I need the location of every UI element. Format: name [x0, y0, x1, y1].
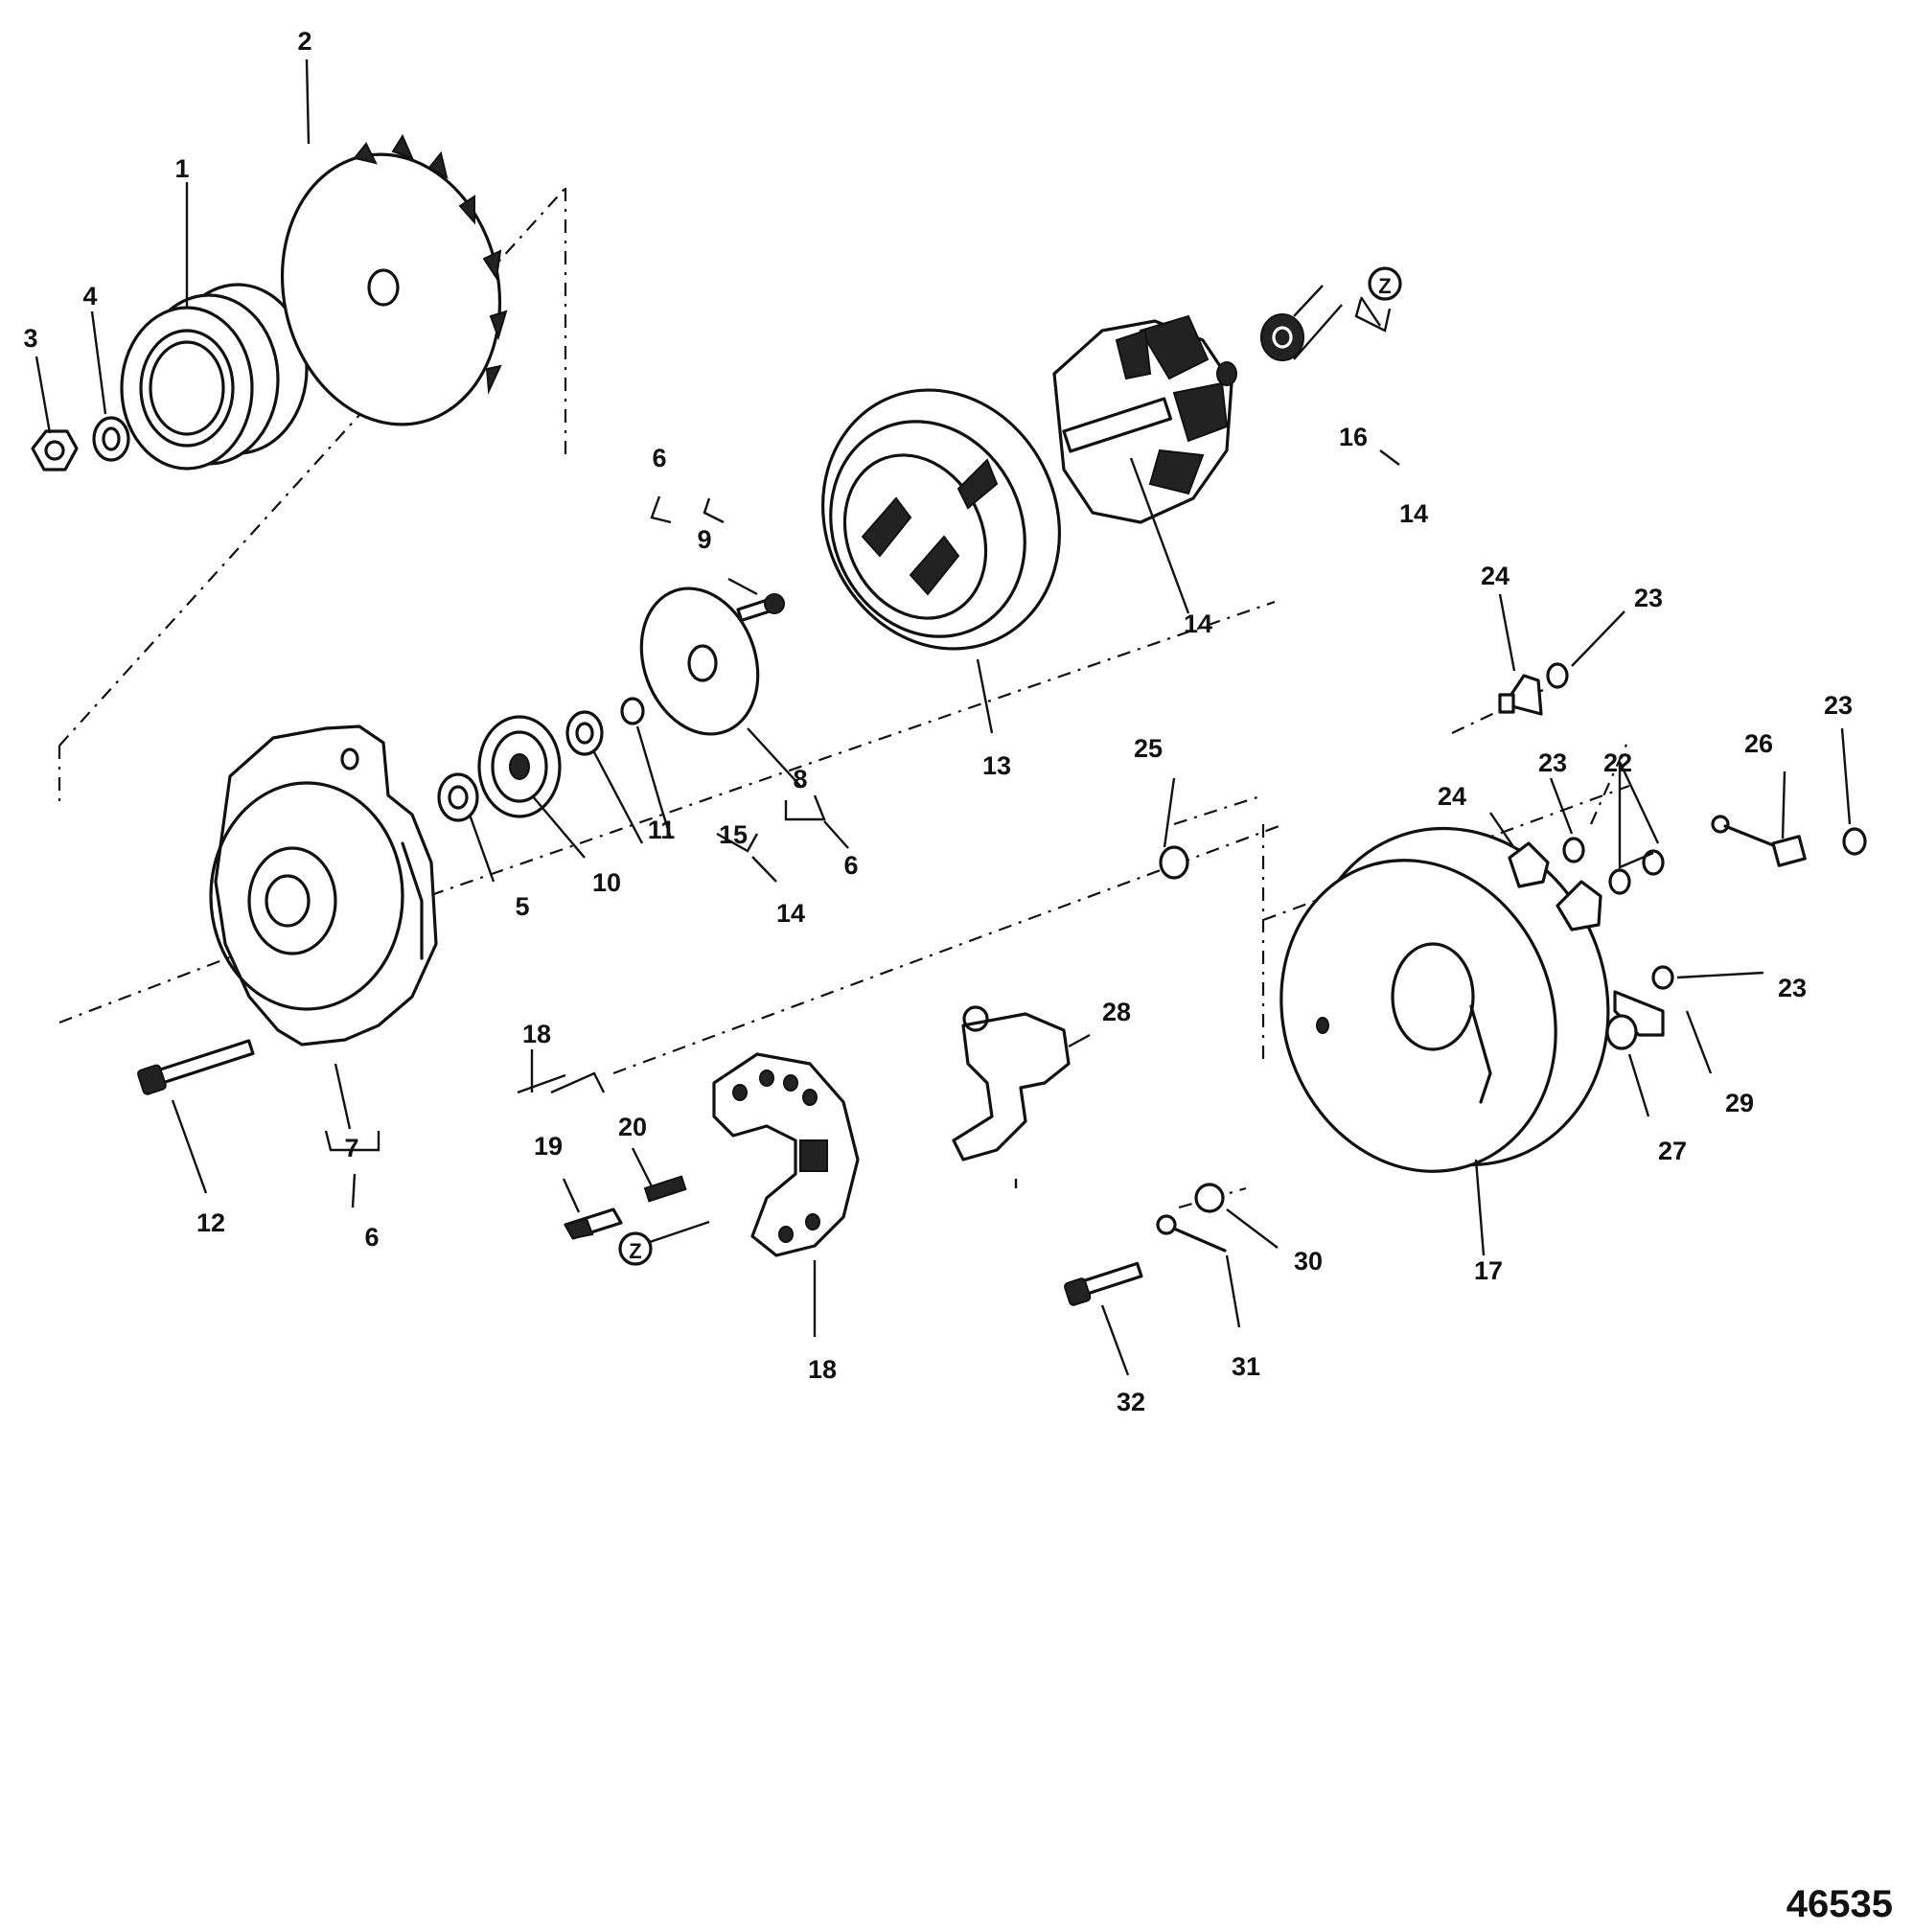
callout-2: 2 — [297, 27, 311, 56]
part-23-nut-upper — [1546, 662, 1569, 689]
callout-10: 10 — [592, 868, 621, 897]
part-18-rectifier — [712, 1052, 860, 1257]
callout-12: 12 — [196, 1208, 225, 1237]
part-3-nut — [31, 429, 79, 472]
callout-16: 16 — [1339, 423, 1368, 451]
part-22-nuts — [1608, 849, 1665, 895]
part-16-bearing — [1260, 313, 1304, 361]
part-14-rotor — [1052, 314, 1237, 524]
callout-18-upper: 18 — [522, 1020, 551, 1048]
part-4-lockwasher — [92, 416, 130, 462]
part-25-nut — [1159, 845, 1189, 880]
svg-text:Z: Z — [629, 1239, 641, 1263]
callout-27: 27 — [1658, 1137, 1687, 1165]
callout-7: 7 — [344, 1134, 358, 1162]
part-24-terminal-lower — [1508, 841, 1602, 932]
callout-25: 25 — [1134, 734, 1163, 763]
callout-4: 4 — [82, 282, 97, 310]
part-10-bearing — [477, 715, 562, 818]
callout-5: 5 — [515, 892, 529, 921]
part-24-terminal-upper — [1498, 674, 1543, 716]
callout-23-lower-right: 23 — [1778, 974, 1807, 1002]
callout-31: 31 — [1232, 1352, 1260, 1381]
callout-24-upper: 24 — [1481, 562, 1510, 590]
part-27-bushing — [1605, 1014, 1638, 1050]
callout-6-lower: 6 — [364, 1223, 379, 1252]
part-26-capacitor — [1711, 815, 1807, 867]
part-13-stator — [820, 388, 1062, 651]
callout-32: 32 — [1117, 1388, 1145, 1416]
callout-23-top: 23 — [1634, 584, 1663, 612]
leader-lines — [35, 58, 1852, 1376]
part-7-front-housing — [209, 724, 438, 1046]
callout-1: 1 — [174, 154, 189, 183]
callout-3: 3 — [23, 324, 37, 353]
callout-26: 26 — [1744, 729, 1773, 758]
part-28-regulator — [952, 1005, 1071, 1162]
z-symbol-bottom: Z — [618, 1220, 710, 1266]
part-15-snap-ring — [620, 697, 645, 725]
part-2-fan — [280, 133, 508, 426]
callout-13: 13 — [982, 751, 1011, 780]
callout-24-lower: 24 — [1438, 782, 1466, 811]
svg-text:Z: Z — [1378, 274, 1391, 298]
callout-6-upper: 6 — [652, 444, 666, 472]
callout-14-upper-right: 14 — [1399, 499, 1428, 528]
part-20-spring — [643, 1175, 687, 1203]
callout-8: 8 — [793, 765, 807, 794]
callout-11: 11 — [648, 816, 676, 844]
callout-15: 15 — [719, 820, 748, 849]
callout-labels: 2 1 4 3 16 14 14 6 9 13 8 6 15 14 11 10 … — [23, 27, 1853, 1416]
part-9-screw — [736, 593, 785, 623]
z-symbol-top: Z — [1368, 266, 1402, 301]
callout-6-mid: 6 — [843, 851, 858, 880]
part-5-seal — [437, 772, 479, 822]
part-12-through-bolt — [137, 1039, 255, 1095]
part-32-screw — [1064, 1261, 1143, 1306]
figure-number: 46535 — [1786, 1883, 1893, 1925]
part-1-pulley — [120, 283, 309, 471]
part-23-nut-far-right — [1842, 827, 1867, 856]
part-17-rear-housing — [1279, 826, 1610, 1173]
callout-19: 19 — [534, 1132, 563, 1161]
part-30-nut — [1194, 1183, 1225, 1213]
callout-29: 29 — [1725, 1089, 1754, 1117]
callout-18-lower: 18 — [808, 1355, 837, 1384]
callout-14-lower: 14 — [776, 899, 805, 928]
part-23-nut-mid — [1562, 837, 1585, 863]
part-11-washer — [565, 710, 604, 756]
part-31-washer-lead — [1156, 1214, 1227, 1253]
part-23-nut-lower-right — [1651, 965, 1674, 990]
callout-20: 20 — [618, 1113, 647, 1141]
callout-23-mid: 23 — [1538, 748, 1567, 777]
callout-17: 17 — [1474, 1256, 1503, 1285]
callout-22: 22 — [1603, 748, 1632, 777]
callout-30: 30 — [1294, 1247, 1323, 1276]
callout-23-far-right: 23 — [1824, 691, 1853, 720]
callout-28: 28 — [1102, 998, 1131, 1026]
part-29-terminal-strap — [1613, 990, 1665, 1037]
part-8-retainer-plate — [639, 586, 760, 736]
callout-14-rotor: 14 — [1184, 610, 1212, 638]
callout-9: 9 — [697, 525, 711, 554]
part-19-brush — [564, 1208, 623, 1240]
